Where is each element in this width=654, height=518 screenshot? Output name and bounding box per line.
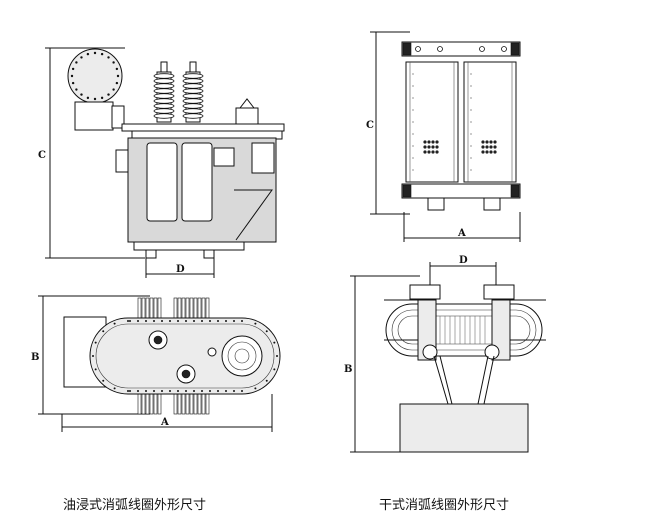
coil-outline-top xyxy=(385,303,543,357)
hv-bushing-left xyxy=(153,61,175,123)
dry-base-block xyxy=(399,403,529,453)
dry-top-dim-d: D xyxy=(459,255,468,266)
radiator-panel-left xyxy=(146,142,178,222)
dry-front-dim-c: C xyxy=(366,120,374,131)
radiator-panel-right xyxy=(181,142,213,222)
caption-dry-type: 干式消弧线圈外形尺寸 xyxy=(379,498,510,513)
coil-right xyxy=(463,61,517,183)
dry-front-view: C A xyxy=(366,31,521,242)
dry-top-dim-b: B xyxy=(344,364,352,375)
conservator-tank xyxy=(67,48,123,104)
oil-top-dim-a: A xyxy=(160,417,169,428)
dry-top-view: D B xyxy=(344,255,546,453)
hv-bushing-right xyxy=(182,61,204,123)
top-clamp-beam xyxy=(401,41,521,57)
oil-tank-outline-top xyxy=(89,317,281,395)
oil-front-dim-c: C xyxy=(38,150,46,161)
dry-front-dim-a: A xyxy=(457,228,466,239)
bottom-clamp-beam xyxy=(401,183,521,199)
oil-top-dim-b: B xyxy=(31,352,39,363)
coil-left xyxy=(405,61,459,183)
oil-top-view: B A xyxy=(31,295,281,432)
oil-front-view: C xyxy=(38,47,285,278)
caption-oil-immersed: 油浸式消弧线圈外形尺寸 xyxy=(63,498,207,513)
oil-front-dim-d: D xyxy=(176,264,185,275)
